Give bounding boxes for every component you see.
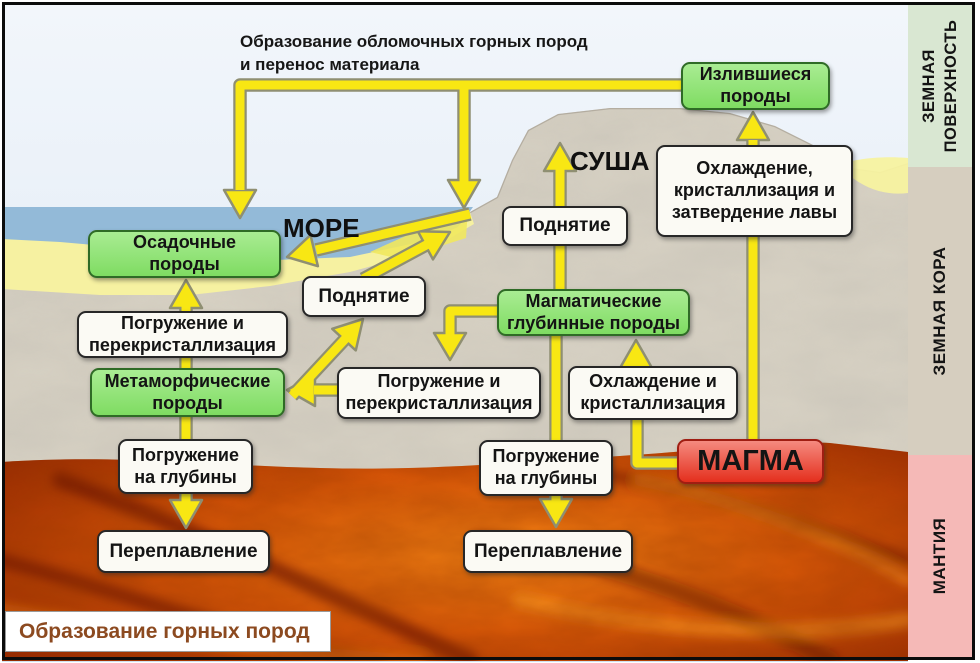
node-pogruzhenie-glubiny-left: Погружение на глубины [118, 439, 253, 494]
land-label: СУША [570, 146, 650, 176]
node-podnyatie-left: Поднятие [302, 276, 426, 317]
top-caption: Образование обломочных горных пород и пе… [240, 32, 588, 74]
node-ohlazhdenie-kristallizatsiya: Охлаждение и кристаллизация [568, 366, 738, 420]
node-pereplavlenie-mid: Переплавление [463, 530, 633, 573]
node-izlivshiesya-porody: Излившиеся породы [681, 62, 830, 110]
sidebar-band-surface [908, 5, 972, 167]
node-pogruzhenie-perekrist-left: Погружение и перекристаллизация [77, 311, 288, 358]
node-ohlazhdenie-lavy: Охлаждение, кристаллизация и затвердение… [656, 145, 853, 237]
diagram-title: Образование горных пород [19, 619, 310, 643]
sidebar-label-mantle: МАНТИЯ [930, 517, 949, 595]
node-podnyatie-right: Поднятие [502, 206, 628, 246]
sidebar-band-mantle [908, 455, 972, 657]
node-magmaticheskie-porody: Магматические глубинные породы [497, 289, 690, 336]
diagram-title-box: Образование горных пород [5, 611, 331, 652]
sidebar-band-crust [908, 167, 972, 455]
node-pogruzhenie-perekrist-mid: Погружение и перекристаллизация [337, 367, 541, 419]
node-osadochnye-porody: Осадочные породы [88, 230, 281, 278]
node-pereplavlenie-left: Переплавление [97, 530, 270, 573]
node-magma: МАГМА [677, 439, 824, 484]
node-pogruzhenie-glubiny-mid: Погружение на глубины [479, 440, 613, 496]
sea-label: МОРЕ [283, 213, 360, 243]
mountain-sand-patch [845, 157, 908, 194]
sidebar-label-crust: ЗЕМНАЯ КОРА [930, 246, 949, 376]
sidebar-label-surface: ЗЕМНАЯ ПОВЕРХНОСТЬ [919, 19, 960, 153]
node-metamorficheskie-porody: Метаморфические породы [90, 368, 285, 417]
